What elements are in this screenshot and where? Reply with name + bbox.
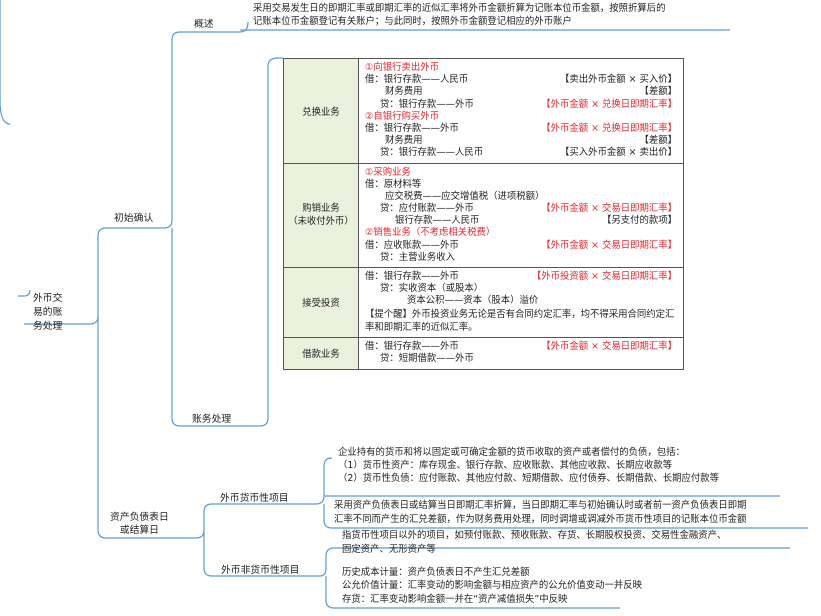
node-initial-recognition[interactable]: 初始确认: [114, 213, 154, 224]
category-purchase-sales: 购销业务 （未收付外币）: [283, 162, 359, 268]
exchange-sell-title: ①向银行卖出外币: [365, 62, 440, 73]
row-exchange: 兑换业务 ①向银行卖出外币 借：银行存款——人民币【卖出外币金额 × 买入价】 …: [283, 58, 684, 164]
node-overview[interactable]: 概述: [194, 19, 214, 30]
node-nonmonetary-items[interactable]: 外币非货币性项目: [221, 565, 300, 576]
purchase-title: ①采购业务: [365, 166, 411, 178]
category-exchange: 兑换业务: [283, 58, 359, 164]
node-monetary-items[interactable]: 外币货币性项目: [220, 493, 289, 504]
category-investment: 接受投资: [283, 267, 359, 338]
connector-top-stub: [0, 0, 11, 125]
nonmonetary-treat-bracket: [325, 576, 620, 609]
investment-note: 【提个醒】外币投资业务无论是否有合同约定汇率，均不得采用合同约定汇 率和即期汇率…: [365, 308, 675, 333]
overview-text: 采用交易发生日的即期汇率或即期汇率的近似汇率将外币金额折算为记账本位币金额，按照…: [253, 3, 666, 27]
monetary-def-bracket: [308, 457, 333, 505]
exchange-buy-title: ②自银行购买外币: [365, 110, 440, 122]
connector-root-balance: [97, 316, 107, 539]
connector-root-initial: [76, 227, 107, 325]
node-balance-sheet-date[interactable]: 资产负债表日 或结算日: [110, 512, 169, 536]
node-accounting[interactable]: 账务处理: [192, 414, 232, 425]
connector-initial-overview: [163, 31, 226, 229]
nonmonetary-definition: 指货币性项目以外的项目，如预付账款、预收账款、存货、长期股权投资、交易性金融资产…: [342, 530, 727, 555]
connector-balance-nonmonetary: [203, 530, 316, 577]
root-node[interactable]: 外币交 易的账 务处理: [33, 293, 63, 332]
monetary-treatment: 采用资产负债表日或结算当日即期汇率折算，当日即期汇率与初始确认时或者前一资产负债…: [334, 500, 747, 525]
row-investment: 接受投资 借：银行存款——外币【外币投资额 × 交易日即期汇率】 贷：实收资本（…: [283, 267, 684, 338]
accounting-table: 兑换业务 ①向银行卖出外币 借：银行存款——人民币【卖出外币金额 × 买入价】 …: [283, 58, 684, 370]
connector-balance-monetary: [195, 503, 308, 539]
connector-initial-accounting: [171, 228, 238, 427]
row-purchase-sales: 购销业务 （未收付外币） ①采购业务 借：原材料等 应交税费——应交增值税（进项…: [283, 162, 684, 268]
monetary-treat-bracket: [323, 504, 808, 529]
sales-title: ②销售业务（不考虑相关税费）: [365, 227, 496, 239]
row-loan: 借款业务 借：银行存款——外币【外币金额 × 交易日即期汇率】 贷：短期借款——…: [283, 336, 684, 370]
nonmonetary-def-bracket: [316, 547, 790, 577]
category-loan: 借款业务: [283, 336, 359, 370]
monetary-definition: 企业持有的货币和将以固定或可确定金额的货币收取的资产或者偿付的负债，包括： （1…: [338, 447, 719, 484]
nonmonetary-treatment: 历史成本计量：资产负债表日不产生汇兑差额 公允价值计量：汇率变动的影响金额与相应…: [342, 567, 643, 605]
accounting-bracket: [238, 57, 283, 427]
